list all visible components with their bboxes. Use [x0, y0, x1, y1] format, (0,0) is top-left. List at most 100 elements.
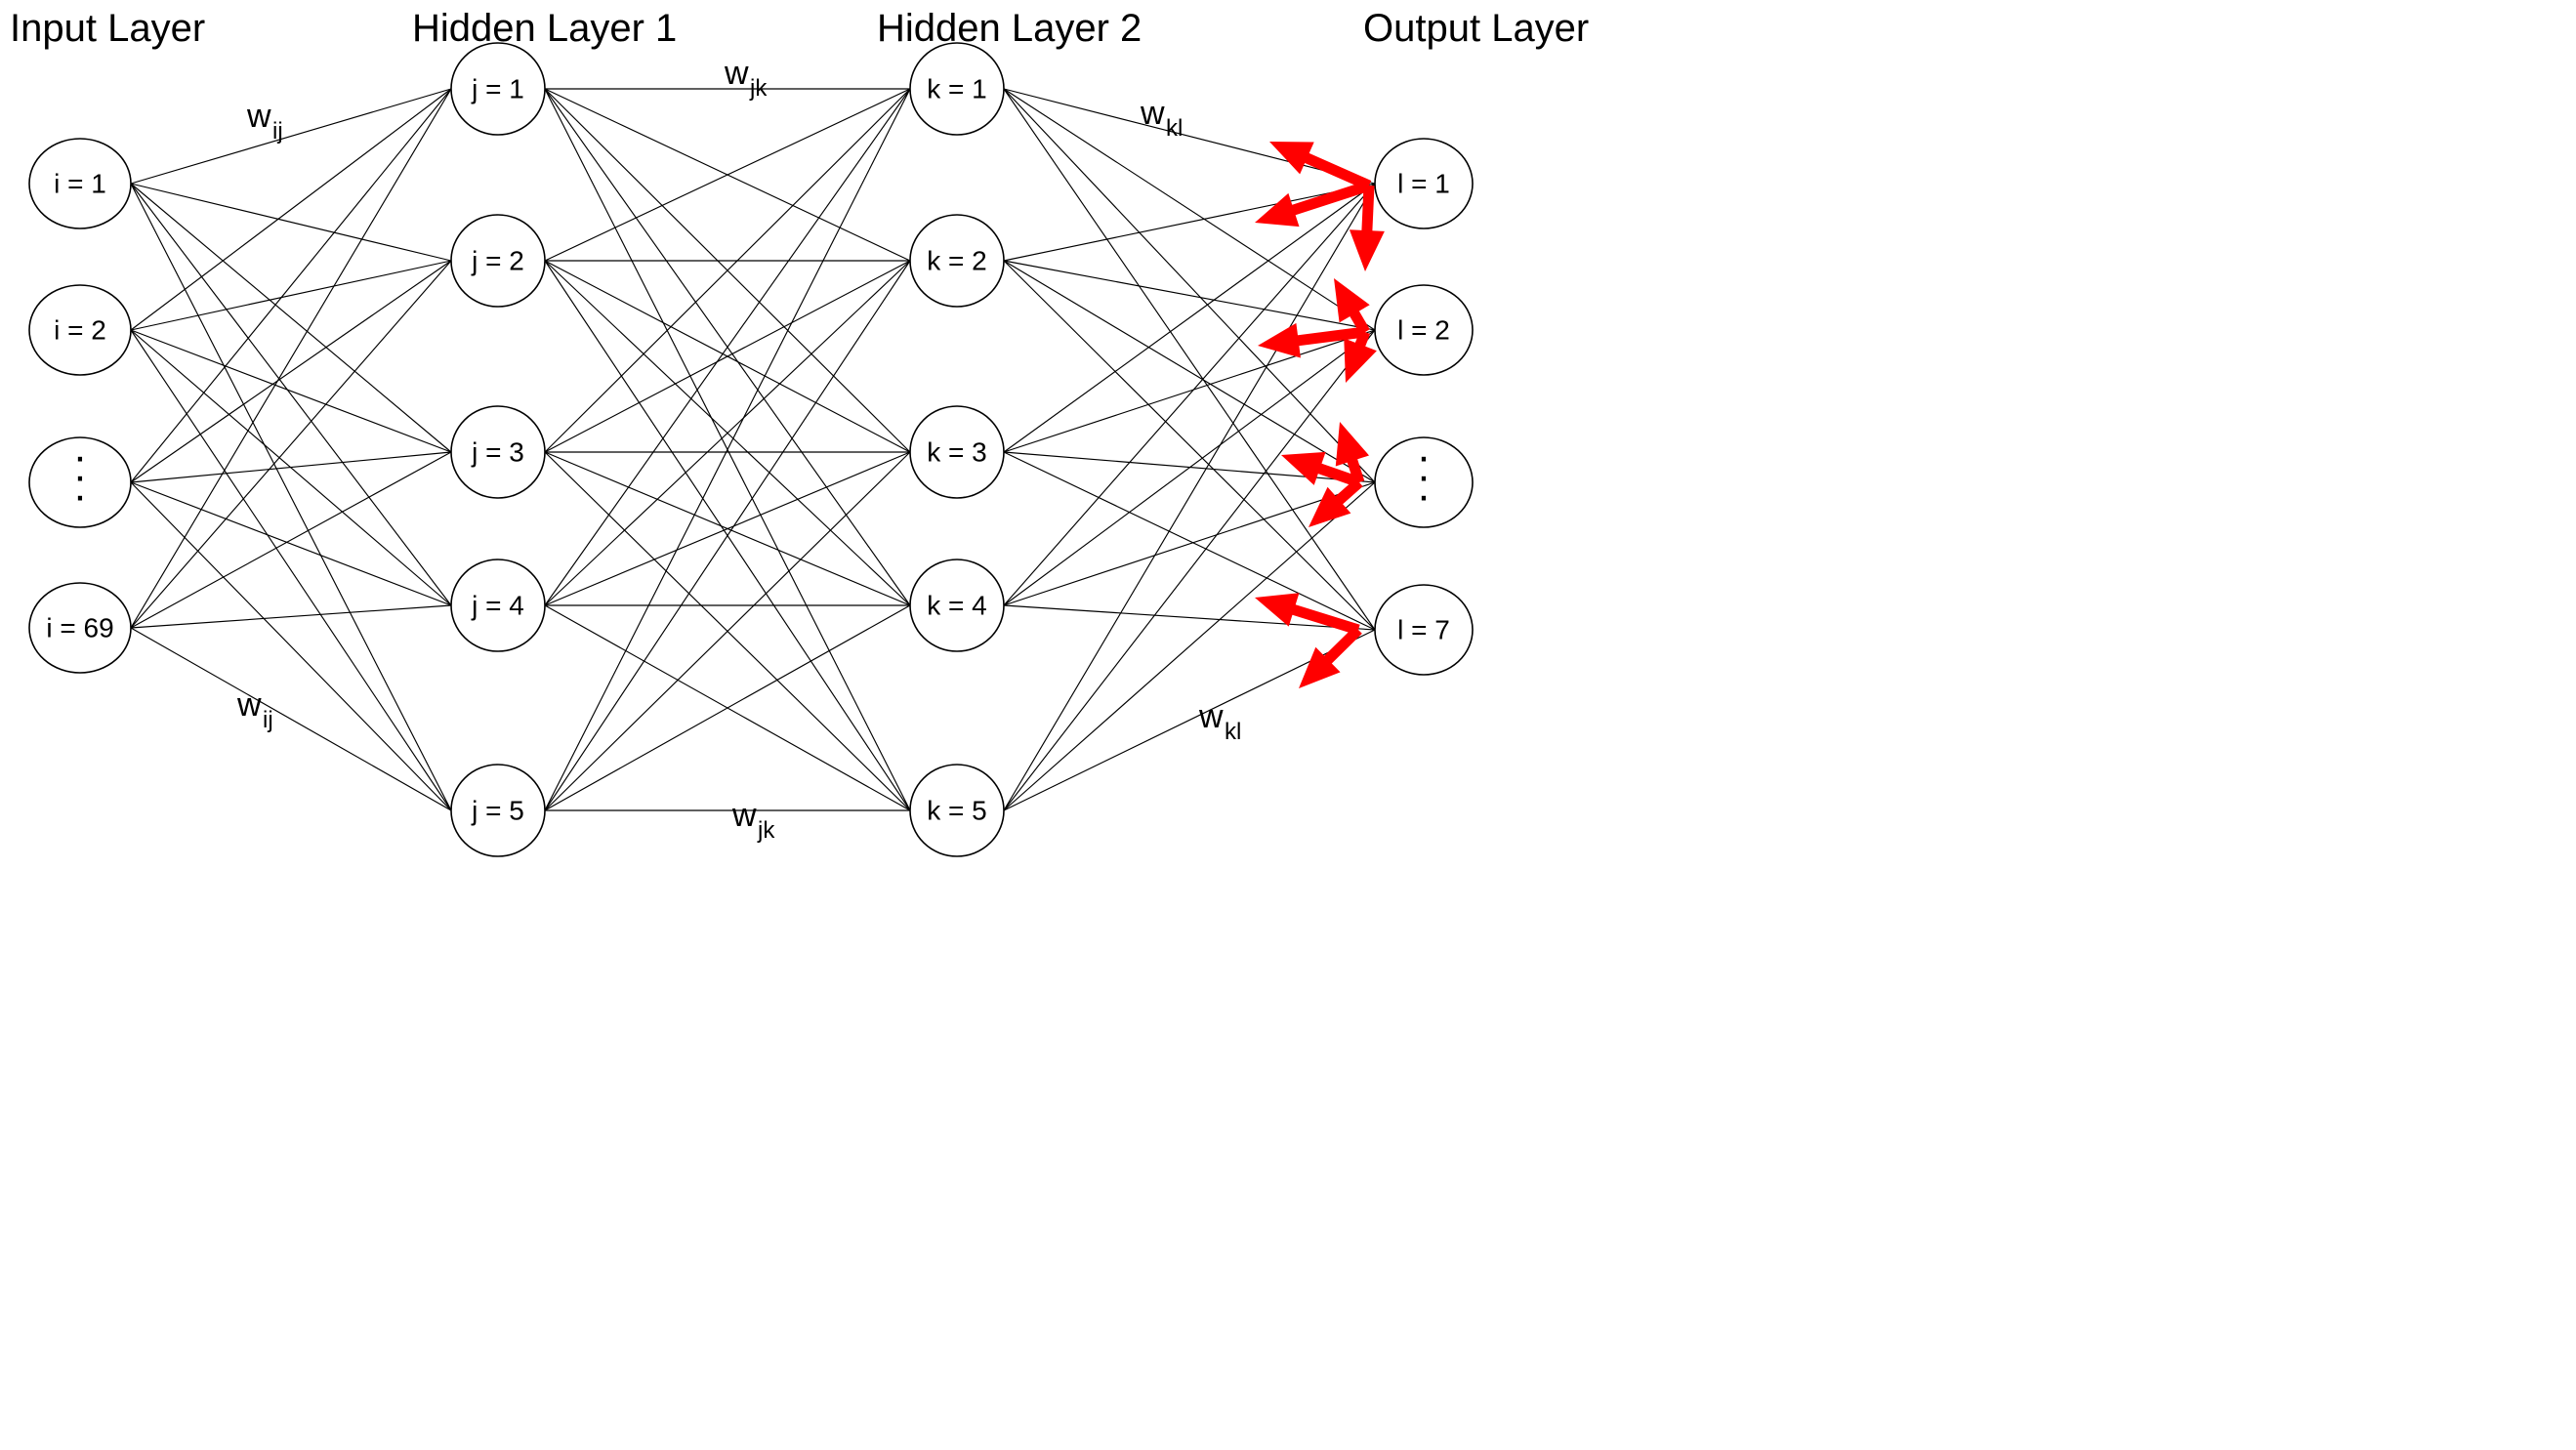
node-i1[interactable]: i = 1 [28, 138, 132, 229]
weight-label-subscript: kl [1225, 719, 1241, 745]
connection-edge [544, 604, 911, 811]
backprop-arrow-shaft [1282, 180, 1371, 219]
backprop-arrow [1344, 330, 1377, 383]
node-i69[interactable]: i = 69 [28, 582, 132, 674]
node-j1[interactable]: j = 1 [450, 42, 546, 136]
backprop-arrow [1255, 593, 1360, 636]
weight-label-subscript: jk [749, 75, 768, 102]
weight-label-base: w [1198, 698, 1224, 735]
connection-edge [130, 183, 452, 811]
vertical-ellipsis-dot: · [73, 452, 88, 500]
backprop-arrow-head [1344, 338, 1377, 383]
backprop-arrow-head [1309, 486, 1351, 527]
node-label: i = 1 [54, 169, 106, 199]
backprop-arrow-head [1281, 451, 1326, 485]
connection-edge [130, 183, 452, 262]
node-ellipse [28, 436, 132, 528]
connection-edge [1003, 604, 1376, 631]
connection-edge [1003, 260, 1376, 483]
connection-edge [1003, 329, 1376, 811]
backprop-arrow-head [1334, 278, 1370, 323]
connection-edge [1003, 88, 1376, 185]
backprop-arrow-shaft [1282, 601, 1360, 636]
node-l3[interactable]: ··· [1374, 433, 1474, 528]
node-ellipse [909, 559, 1005, 652]
layer-title-hidden2: Hidden Layer 2 [877, 7, 1142, 50]
node-label: k = 2 [927, 246, 986, 276]
node-k5[interactable]: k = 5 [909, 764, 1005, 857]
node-j2[interactable]: j = 2 [450, 214, 546, 308]
backprop-arrow [1299, 626, 1362, 688]
node-j5[interactable]: j = 5 [450, 764, 546, 857]
backprop-arrow-head [1299, 646, 1341, 688]
connection-edge [544, 88, 911, 453]
backprop-arrow [1309, 477, 1363, 527]
backprop-arrow-head [1349, 229, 1385, 271]
node-ellipse [909, 405, 1005, 499]
layer-title-output: Output Layer [1363, 7, 1589, 50]
weight-label-subscript: ij [263, 707, 273, 733]
node-label: l = 1 [1397, 169, 1450, 199]
connection-edge [130, 481, 452, 811]
connection-edge [1003, 88, 1376, 483]
connection-edge [130, 88, 452, 331]
backprop-arrow-head [1255, 192, 1300, 228]
connection-edge [1003, 329, 1376, 453]
connection-edge [130, 260, 452, 629]
node-ellipse [450, 42, 546, 136]
connection-edge [544, 88, 911, 262]
connection-edge [130, 260, 452, 483]
weight-label-subscript: ij [272, 118, 283, 145]
vertical-ellipsis-dot: · [73, 472, 88, 519]
node-k3[interactable]: k = 3 [909, 405, 1005, 499]
node-ellipse [28, 582, 132, 674]
connection-edge [1003, 183, 1376, 811]
node-i3[interactable]: ··· [28, 433, 132, 528]
connection-edge [130, 260, 452, 331]
node-k2[interactable]: k = 2 [909, 214, 1005, 308]
node-ellipse [450, 405, 546, 499]
node-k1[interactable]: k = 1 [909, 42, 1005, 136]
edges-group [130, 88, 1376, 811]
connection-edge [1003, 260, 1376, 631]
connection-edge [130, 627, 452, 811]
layer-title-hidden1: Hidden Layer 1 [412, 7, 677, 50]
connection-edge [130, 88, 452, 629]
node-ellipse [1374, 436, 1474, 528]
node-ellipse [450, 764, 546, 857]
node-j3[interactable]: j = 3 [450, 405, 546, 499]
connection-edge [130, 88, 452, 185]
backprop-arrows-group [1255, 142, 1385, 688]
node-l7[interactable]: l = 7 [1374, 584, 1474, 676]
node-ellipse [1374, 584, 1474, 676]
node-label: j = 4 [471, 591, 524, 621]
node-l2[interactable]: l = 2 [1374, 284, 1474, 376]
connection-edge [130, 88, 452, 483]
connection-edge [130, 183, 452, 606]
node-ellipse [909, 764, 1005, 857]
node-j4[interactable]: j = 4 [450, 559, 546, 652]
connection-edge [544, 451, 911, 811]
node-i2[interactable]: i = 2 [28, 284, 132, 376]
connection-edge [544, 88, 911, 606]
node-ellipse [1374, 138, 1474, 229]
backprop-arrow [1281, 451, 1361, 488]
node-label: k = 4 [927, 591, 986, 621]
node-label: j = 2 [471, 246, 524, 276]
node-ellipse [28, 284, 132, 376]
node-ellipse [909, 42, 1005, 136]
node-k4[interactable]: k = 4 [909, 559, 1005, 652]
node-ellipse [909, 214, 1005, 308]
connection-edge [1003, 183, 1376, 453]
node-l1[interactable]: l = 1 [1374, 138, 1474, 229]
backprop-arrow-shaft [1295, 148, 1372, 191]
connection-edge [544, 88, 911, 811]
